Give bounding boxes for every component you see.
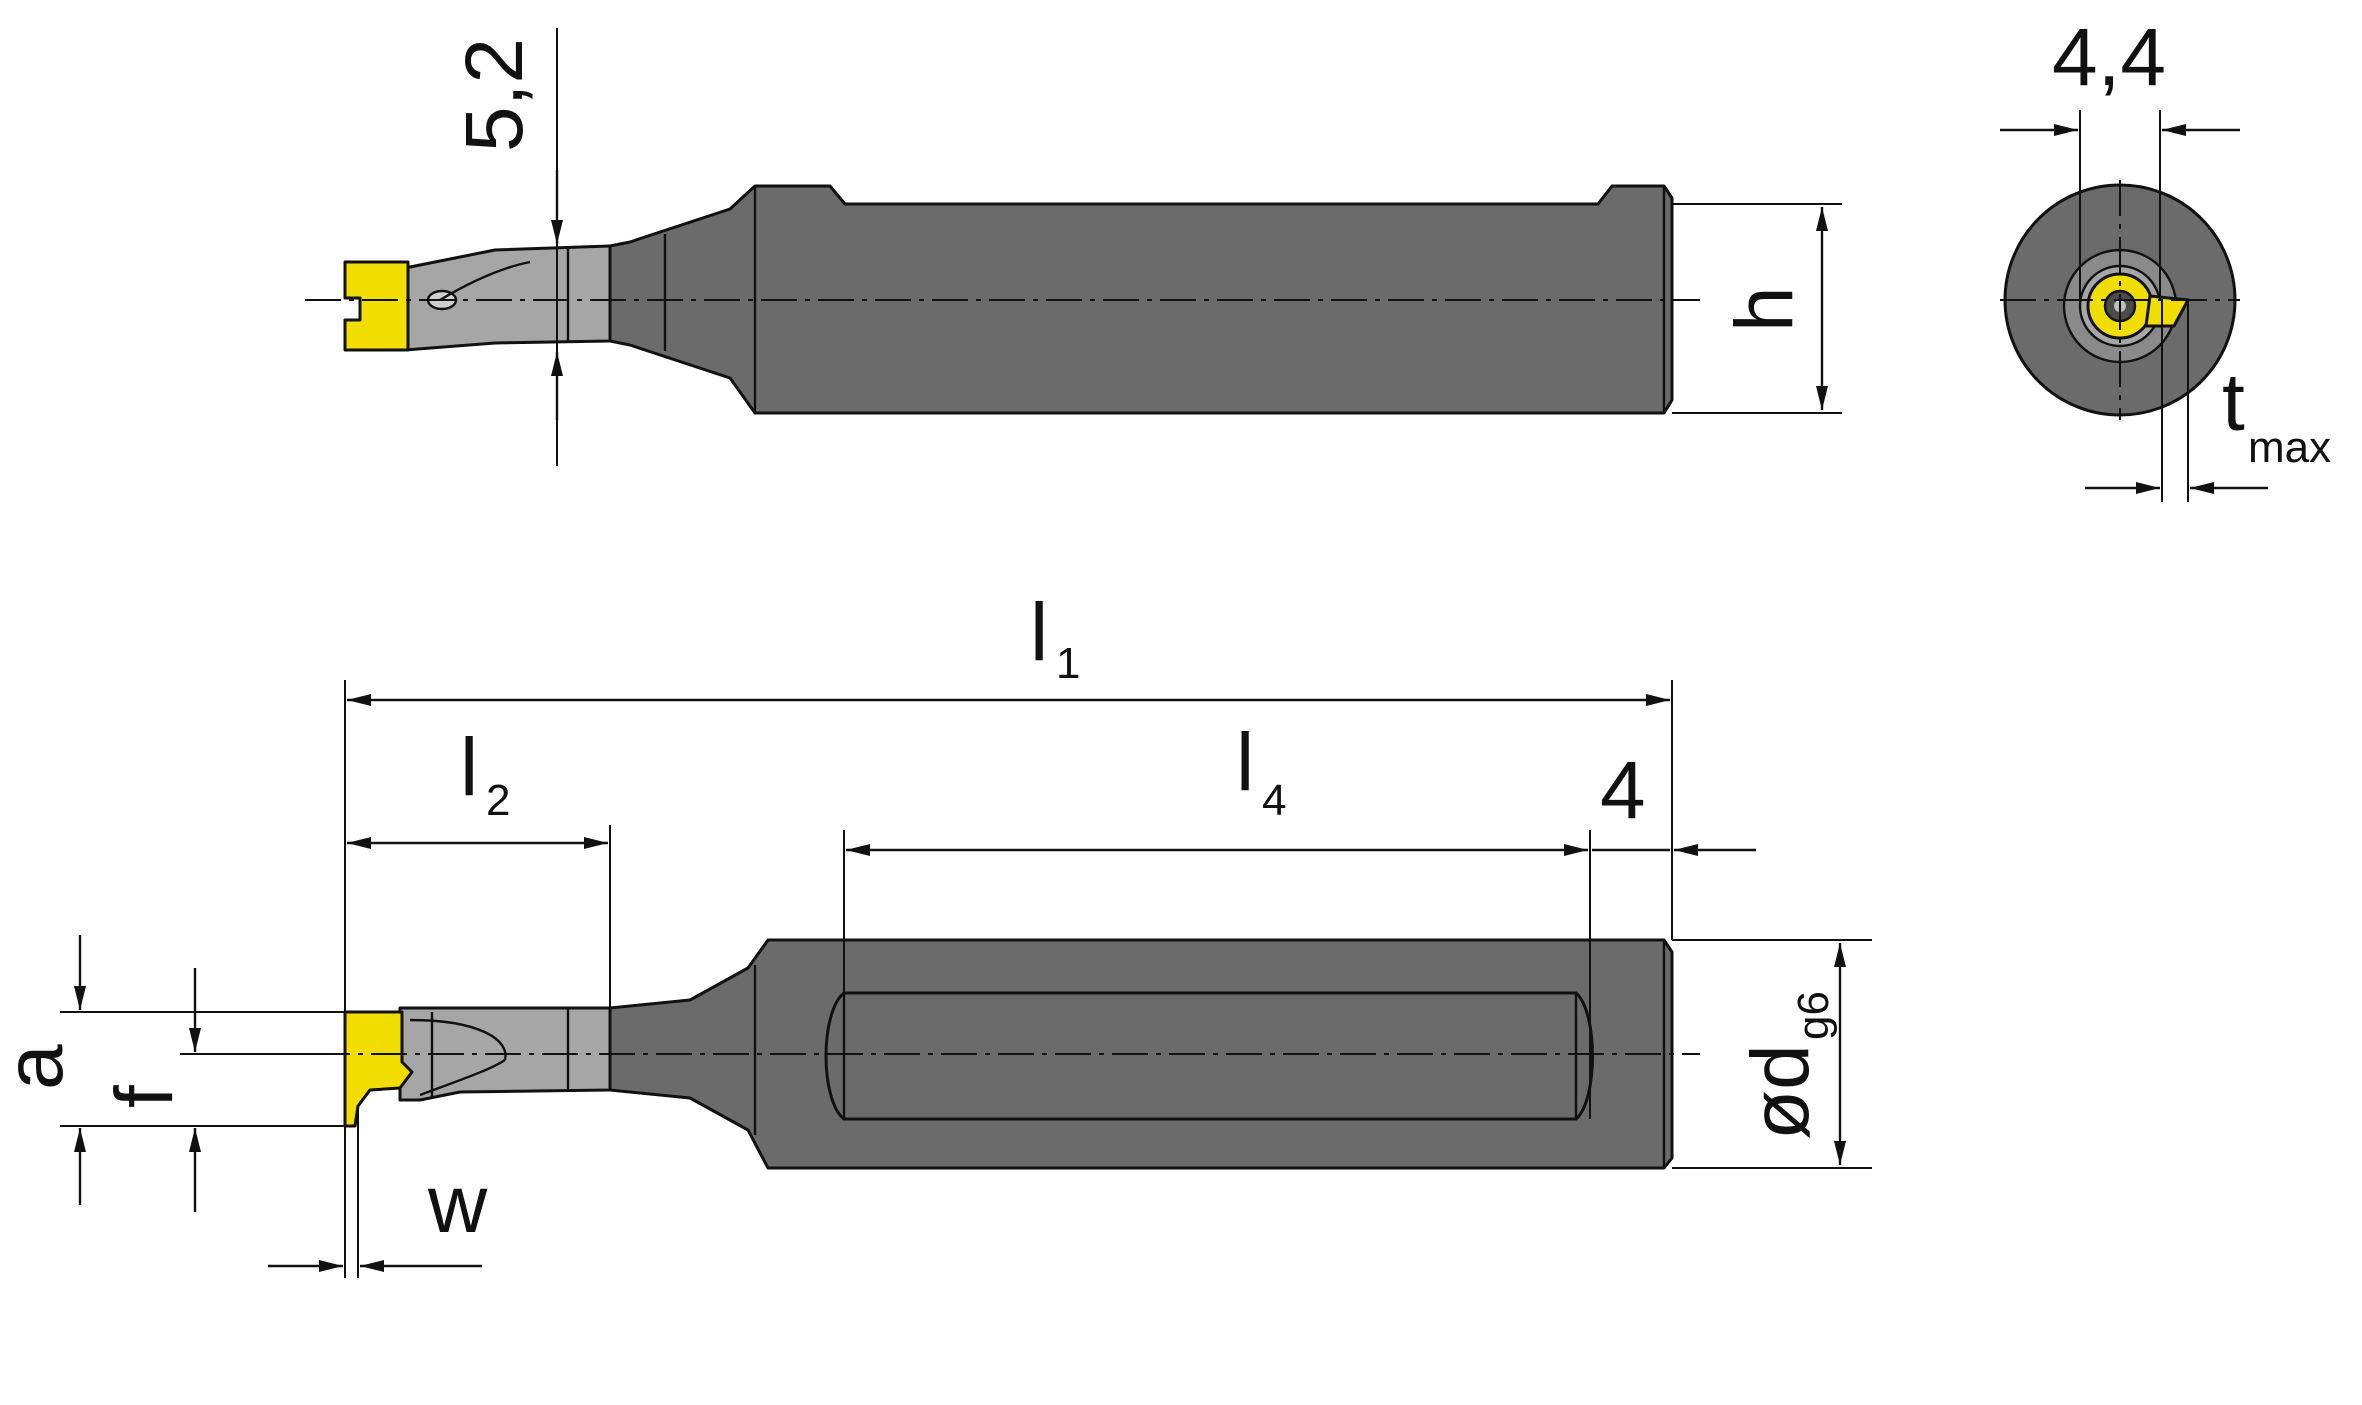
dim-d-label: ød <box>1735 1044 1826 1140</box>
dim-5-2-label: 5,2 <box>449 38 540 152</box>
dim-l4-subscript: 4 <box>1262 776 1286 825</box>
dim-a-label: a <box>0 1044 80 1090</box>
dim-d-subscript: g6 <box>1789 991 1838 1040</box>
dim-f-label: f <box>99 1085 190 1108</box>
side-insert <box>343 1010 414 1128</box>
dim-t-subscript: max <box>2248 423 2331 472</box>
dim-l4-label: l <box>1236 717 1254 808</box>
top-insert <box>343 260 410 352</box>
dim-4-4-label: 4,4 <box>2052 12 2166 103</box>
dim-l2-subscript: 2 <box>486 776 510 825</box>
dim-w-label: w <box>427 1159 488 1250</box>
dim-t-label: t <box>2222 357 2245 448</box>
top-coolant-line <box>439 260 531 302</box>
end-view: 4,4 t max <box>2000 12 2331 502</box>
top-view: 5,2 h <box>305 28 1842 466</box>
dim-l2-label: l <box>460 722 478 813</box>
side-flat <box>824 991 1594 1121</box>
dim-l1-subscript: 1 <box>1056 639 1080 688</box>
dim-l1-label: l <box>1030 587 1048 678</box>
dim-h-label: h <box>1719 286 1810 332</box>
end-insert-tip <box>2144 294 2190 328</box>
dim-4-label: 4 <box>1600 745 1646 836</box>
side-view: l 1 l 2 l 4 4 a f w <box>0 587 1872 1278</box>
